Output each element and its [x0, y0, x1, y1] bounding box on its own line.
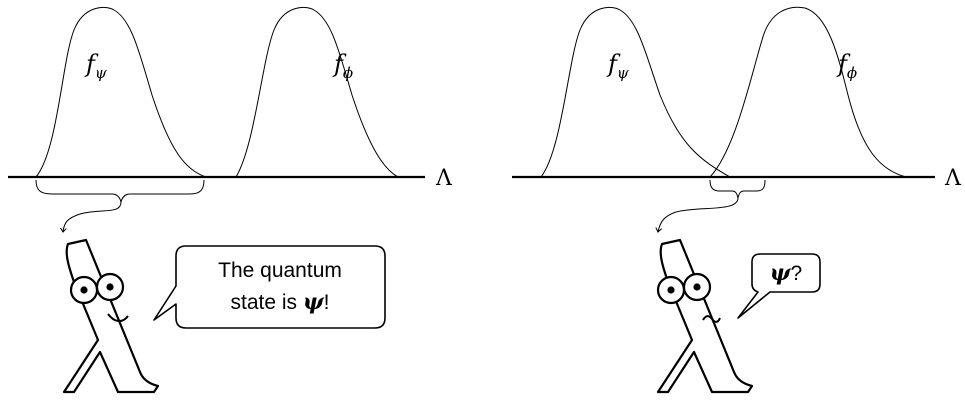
left-speech-bubble: The quantum state is ψ!	[153, 245, 386, 329]
right-panel: Λ fψ fϕ ψ?	[512, 6, 962, 394]
right-pupil-left	[667, 286, 675, 294]
left-distribution-phi	[235, 7, 399, 178]
left-axis-label: Λ	[435, 166, 453, 191]
right-bubble-shape	[737, 253, 821, 319]
right-wavy-mouth	[702, 315, 721, 323]
right-distribution-psi	[540, 7, 731, 178]
right-pointer-arrow	[658, 197, 739, 232]
left-pupil-left	[80, 286, 88, 294]
right-overlap-brace	[709, 179, 766, 199]
left-bubble-line1: The quantum	[218, 259, 342, 282]
right-bubble-text: ψ?	[770, 260, 802, 286]
left-support-brace	[35, 179, 205, 203]
left-panel: Λ fψ fϕ The quantum state is ψ!	[8, 7, 453, 394]
left-bubble-line2: state is ψ!	[231, 289, 330, 315]
left-bubble-shape	[153, 245, 386, 329]
right-label-f-phi: fϕ	[836, 50, 857, 82]
left-pupil-right	[106, 283, 114, 291]
left-label-f-psi: fψ	[84, 50, 107, 82]
left-lambda-character	[62, 238, 160, 394]
left-label-f-phi: fϕ	[332, 50, 353, 82]
right-pupil-right	[693, 283, 701, 291]
right-speech-bubble: ψ?	[737, 253, 821, 319]
right-character-body	[656, 238, 754, 394]
left-smile-mouth	[107, 313, 129, 322]
right-label-f-psi: fψ	[606, 50, 629, 82]
left-distribution-psi	[35, 7, 207, 178]
left-pointer-arrow	[63, 201, 122, 232]
right-axis-label: Λ	[944, 166, 962, 191]
right-lambda-character	[656, 238, 754, 394]
right-distribution-phi	[709, 6, 907, 178]
